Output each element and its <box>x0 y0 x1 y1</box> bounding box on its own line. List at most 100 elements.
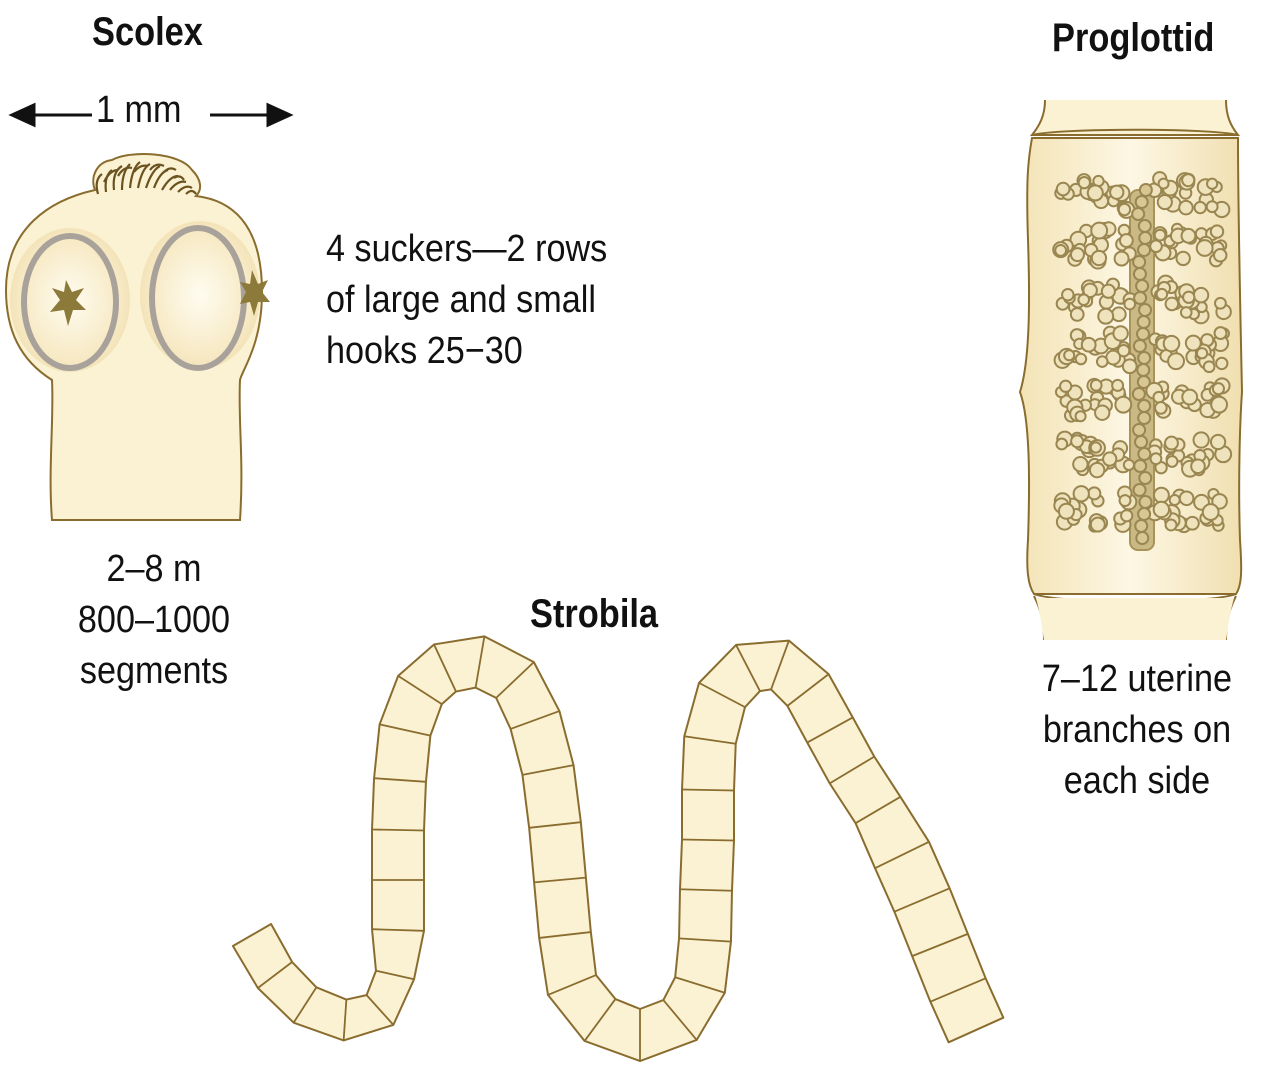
branch-bead <box>1056 439 1067 450</box>
branch-bead <box>1180 491 1194 505</box>
branch-bead <box>1216 358 1227 369</box>
branch-bead <box>1154 502 1169 517</box>
branch-bead <box>1207 201 1218 212</box>
branch-bead <box>1194 432 1209 447</box>
branch-bead <box>1073 457 1087 471</box>
branch-bead <box>1062 289 1073 300</box>
branch-bead <box>1110 186 1123 199</box>
branch-bead <box>1207 179 1217 189</box>
branch-bead <box>1214 249 1226 261</box>
length-line-2: 800–1000 <box>55 595 253 646</box>
branch-bead <box>1166 520 1177 531</box>
scale-label: 1 mm <box>96 86 182 134</box>
branch-bead <box>1166 298 1179 311</box>
scolex-drawing <box>6 154 270 520</box>
branch-bead <box>1124 460 1134 470</box>
branch-bead <box>1121 510 1132 521</box>
branch-bead <box>1076 354 1087 365</box>
length-description: 2–8 m 800–1000 segments <box>55 544 253 697</box>
branch-bead <box>1182 174 1194 186</box>
branch-bead <box>1165 437 1178 450</box>
branch-bead <box>1071 308 1084 321</box>
branch-bead <box>1138 352 1150 364</box>
branch-bead <box>1155 230 1166 241</box>
branch-bead <box>1186 517 1199 530</box>
branch-bead <box>1102 285 1115 298</box>
branch-bead <box>1115 397 1131 413</box>
branch-bead <box>1091 518 1105 532</box>
branch-bead <box>1060 381 1071 392</box>
branch-bead <box>1197 348 1207 358</box>
branch-bead <box>1057 183 1070 196</box>
branch-bead <box>1139 304 1151 316</box>
branch-bead <box>1137 328 1149 340</box>
branch-bead <box>1112 380 1123 391</box>
branch-bead <box>1159 179 1169 189</box>
branch-bead <box>1211 435 1225 449</box>
hooks-line-3: hooks 25−30 <box>326 326 607 377</box>
branch-bead <box>1138 316 1150 328</box>
branch-bead <box>1215 298 1226 309</box>
branch-bead <box>1170 495 1180 505</box>
branch-bead <box>1079 177 1090 188</box>
branch-bead <box>1071 248 1084 261</box>
branch-bead <box>1140 184 1152 196</box>
branch-bead <box>1071 435 1083 447</box>
proglottid-drawing <box>1020 100 1242 640</box>
branch-bead <box>1138 508 1150 520</box>
branch-bead <box>1059 504 1074 519</box>
branch-bead <box>1194 288 1208 302</box>
branch-bead <box>1138 244 1150 256</box>
branch-bead <box>1064 350 1074 360</box>
branch-bead <box>1088 185 1103 200</box>
branch-bead <box>1133 256 1145 268</box>
branch-bead <box>1119 204 1130 215</box>
uterine-line-3: each side <box>1019 756 1255 807</box>
branch-bead <box>1197 240 1213 256</box>
branch-bead <box>1134 268 1146 280</box>
branch-bead <box>1195 202 1206 213</box>
branch-bead <box>1115 252 1129 266</box>
branch-bead <box>1136 532 1148 544</box>
branch-bead <box>1164 336 1180 352</box>
branch-bead <box>1091 380 1102 391</box>
branch-bead <box>1095 406 1109 420</box>
branch-bead <box>1124 299 1135 310</box>
hooks-description: 4 suckers—2 rows of large and small hook… <box>326 224 607 377</box>
branch-bead <box>1153 392 1164 403</box>
branch-bead <box>1098 309 1113 324</box>
strobila-drawing <box>233 636 1003 1061</box>
strobila-body <box>233 636 1003 1061</box>
branch-bead <box>1138 412 1150 424</box>
branch-bead <box>1182 229 1196 243</box>
branch-bead <box>1134 460 1146 472</box>
scolex-title: Scolex <box>92 10 203 55</box>
branch-bead <box>1151 453 1162 464</box>
branch-bead <box>1133 388 1145 400</box>
branch-bead <box>1120 234 1133 247</box>
strobila-title: Strobila <box>530 592 658 637</box>
branch-bead <box>1138 400 1150 412</box>
segment-divider <box>372 829 424 830</box>
branch-bead <box>1136 196 1148 208</box>
branch-bead <box>1179 201 1193 215</box>
hooks-line-1: 4 suckers—2 rows <box>326 224 607 275</box>
proglottid-title: Proglottid <box>1052 16 1214 61</box>
branch-bead <box>1213 383 1224 394</box>
uterine-line-1: 7–12 uterine <box>1019 654 1255 705</box>
branch-bead <box>1112 307 1126 321</box>
branch-bead <box>1138 448 1150 460</box>
branch-bead <box>1203 504 1219 520</box>
branch-bead <box>1182 390 1197 405</box>
branch-bead <box>1090 463 1104 477</box>
branch-bead <box>1138 376 1150 388</box>
uterine-line-2: branches on <box>1019 705 1255 756</box>
branch-bead <box>1134 484 1146 496</box>
branch-bead <box>1167 456 1178 467</box>
branch-bead <box>1135 520 1147 532</box>
branch-bead <box>1150 240 1162 252</box>
segment-divider <box>682 839 734 840</box>
branch-bead <box>1139 232 1151 244</box>
